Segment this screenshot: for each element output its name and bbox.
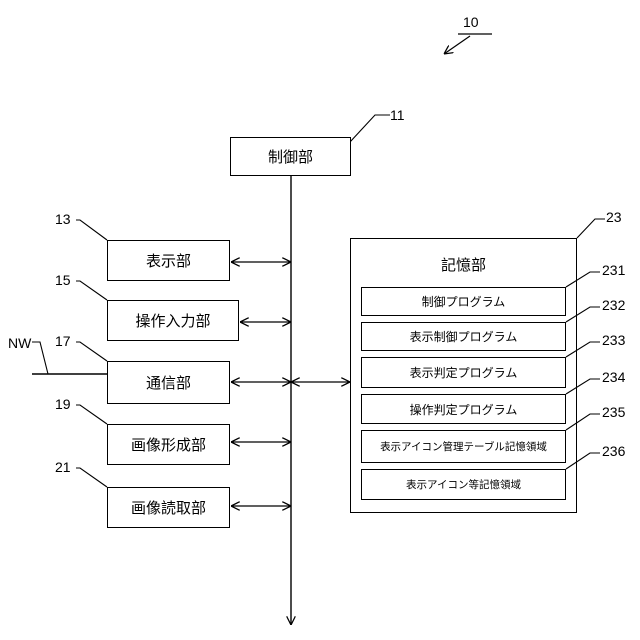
leader-15 <box>76 281 107 300</box>
storage-item-label: 表示アイコン等記憶領域 <box>406 477 521 492</box>
operation-input-unit-label: 操作入力部 <box>135 310 210 331</box>
leader-19 <box>76 405 107 424</box>
storage-item-ref: 234 <box>602 369 625 385</box>
operation-input-unit-ref: 15 <box>55 272 71 288</box>
image-forming-unit-ref: 19 <box>55 396 71 412</box>
storage-item-ref: 233 <box>602 332 625 348</box>
leader-13 <box>76 220 107 240</box>
storage-item-display-judgment-program: 表示判定プログラム <box>361 357 566 388</box>
storage-item-ref: 235 <box>602 404 625 420</box>
image-forming-unit-label: 画像形成部 <box>131 434 206 455</box>
storage-item-label: 操作判定プログラム <box>410 401 518 418</box>
storage-item-display-icon-table-area: 表示アイコン管理テーブル記憶領域 <box>361 430 566 463</box>
storage-item-control-program: 制御プログラム <box>361 287 566 316</box>
leader-nw <box>32 342 48 374</box>
control-unit-label: 制御部 <box>268 146 313 167</box>
storage-item-ref: 236 <box>602 443 625 459</box>
storage-item-label: 制御プログラム <box>422 293 506 310</box>
display-unit-box: 表示部 <box>107 240 230 281</box>
storage-item-display-icon-storage-area: 表示アイコン等記憶領域 <box>361 469 566 500</box>
figure-pointer-arrow <box>444 36 470 54</box>
image-reading-unit-label: 画像読取部 <box>131 497 206 518</box>
display-unit-ref: 13 <box>55 211 71 227</box>
storage-item-operation-judgment-program: 操作判定プログラム <box>361 394 566 424</box>
leader-23 <box>577 219 605 238</box>
storage-unit-label: 記憶部 <box>350 254 577 275</box>
network-label: NW <box>8 335 31 351</box>
leader-21 <box>76 468 107 487</box>
storage-item-display-control-program: 表示制御プログラム <box>361 322 566 351</box>
image-reading-unit-box: 画像読取部 <box>107 487 230 528</box>
image-forming-unit-box: 画像形成部 <box>107 424 230 465</box>
operation-input-unit-box: 操作入力部 <box>107 300 239 341</box>
communication-unit-ref: 17 <box>55 333 71 349</box>
control-unit-box: 制御部 <box>230 137 351 176</box>
storage-item-ref: 232 <box>602 297 625 313</box>
leader-11 <box>350 115 390 142</box>
storage-unit-ref: 23 <box>606 209 622 225</box>
storage-item-ref: 231 <box>602 262 625 278</box>
storage-item-label: 表示アイコン管理テーブル記憶領域 <box>380 439 547 454</box>
figure-number: 10 <box>463 14 479 30</box>
leader-17 <box>76 342 107 361</box>
communication-unit-box: 通信部 <box>107 361 230 404</box>
storage-item-label: 表示判定プログラム <box>410 364 518 381</box>
display-unit-label: 表示部 <box>146 250 191 271</box>
image-reading-unit-ref: 21 <box>55 459 71 475</box>
storage-item-label: 表示制御プログラム <box>410 328 518 345</box>
control-unit-ref: 11 <box>390 107 405 123</box>
communication-unit-label: 通信部 <box>146 372 191 393</box>
